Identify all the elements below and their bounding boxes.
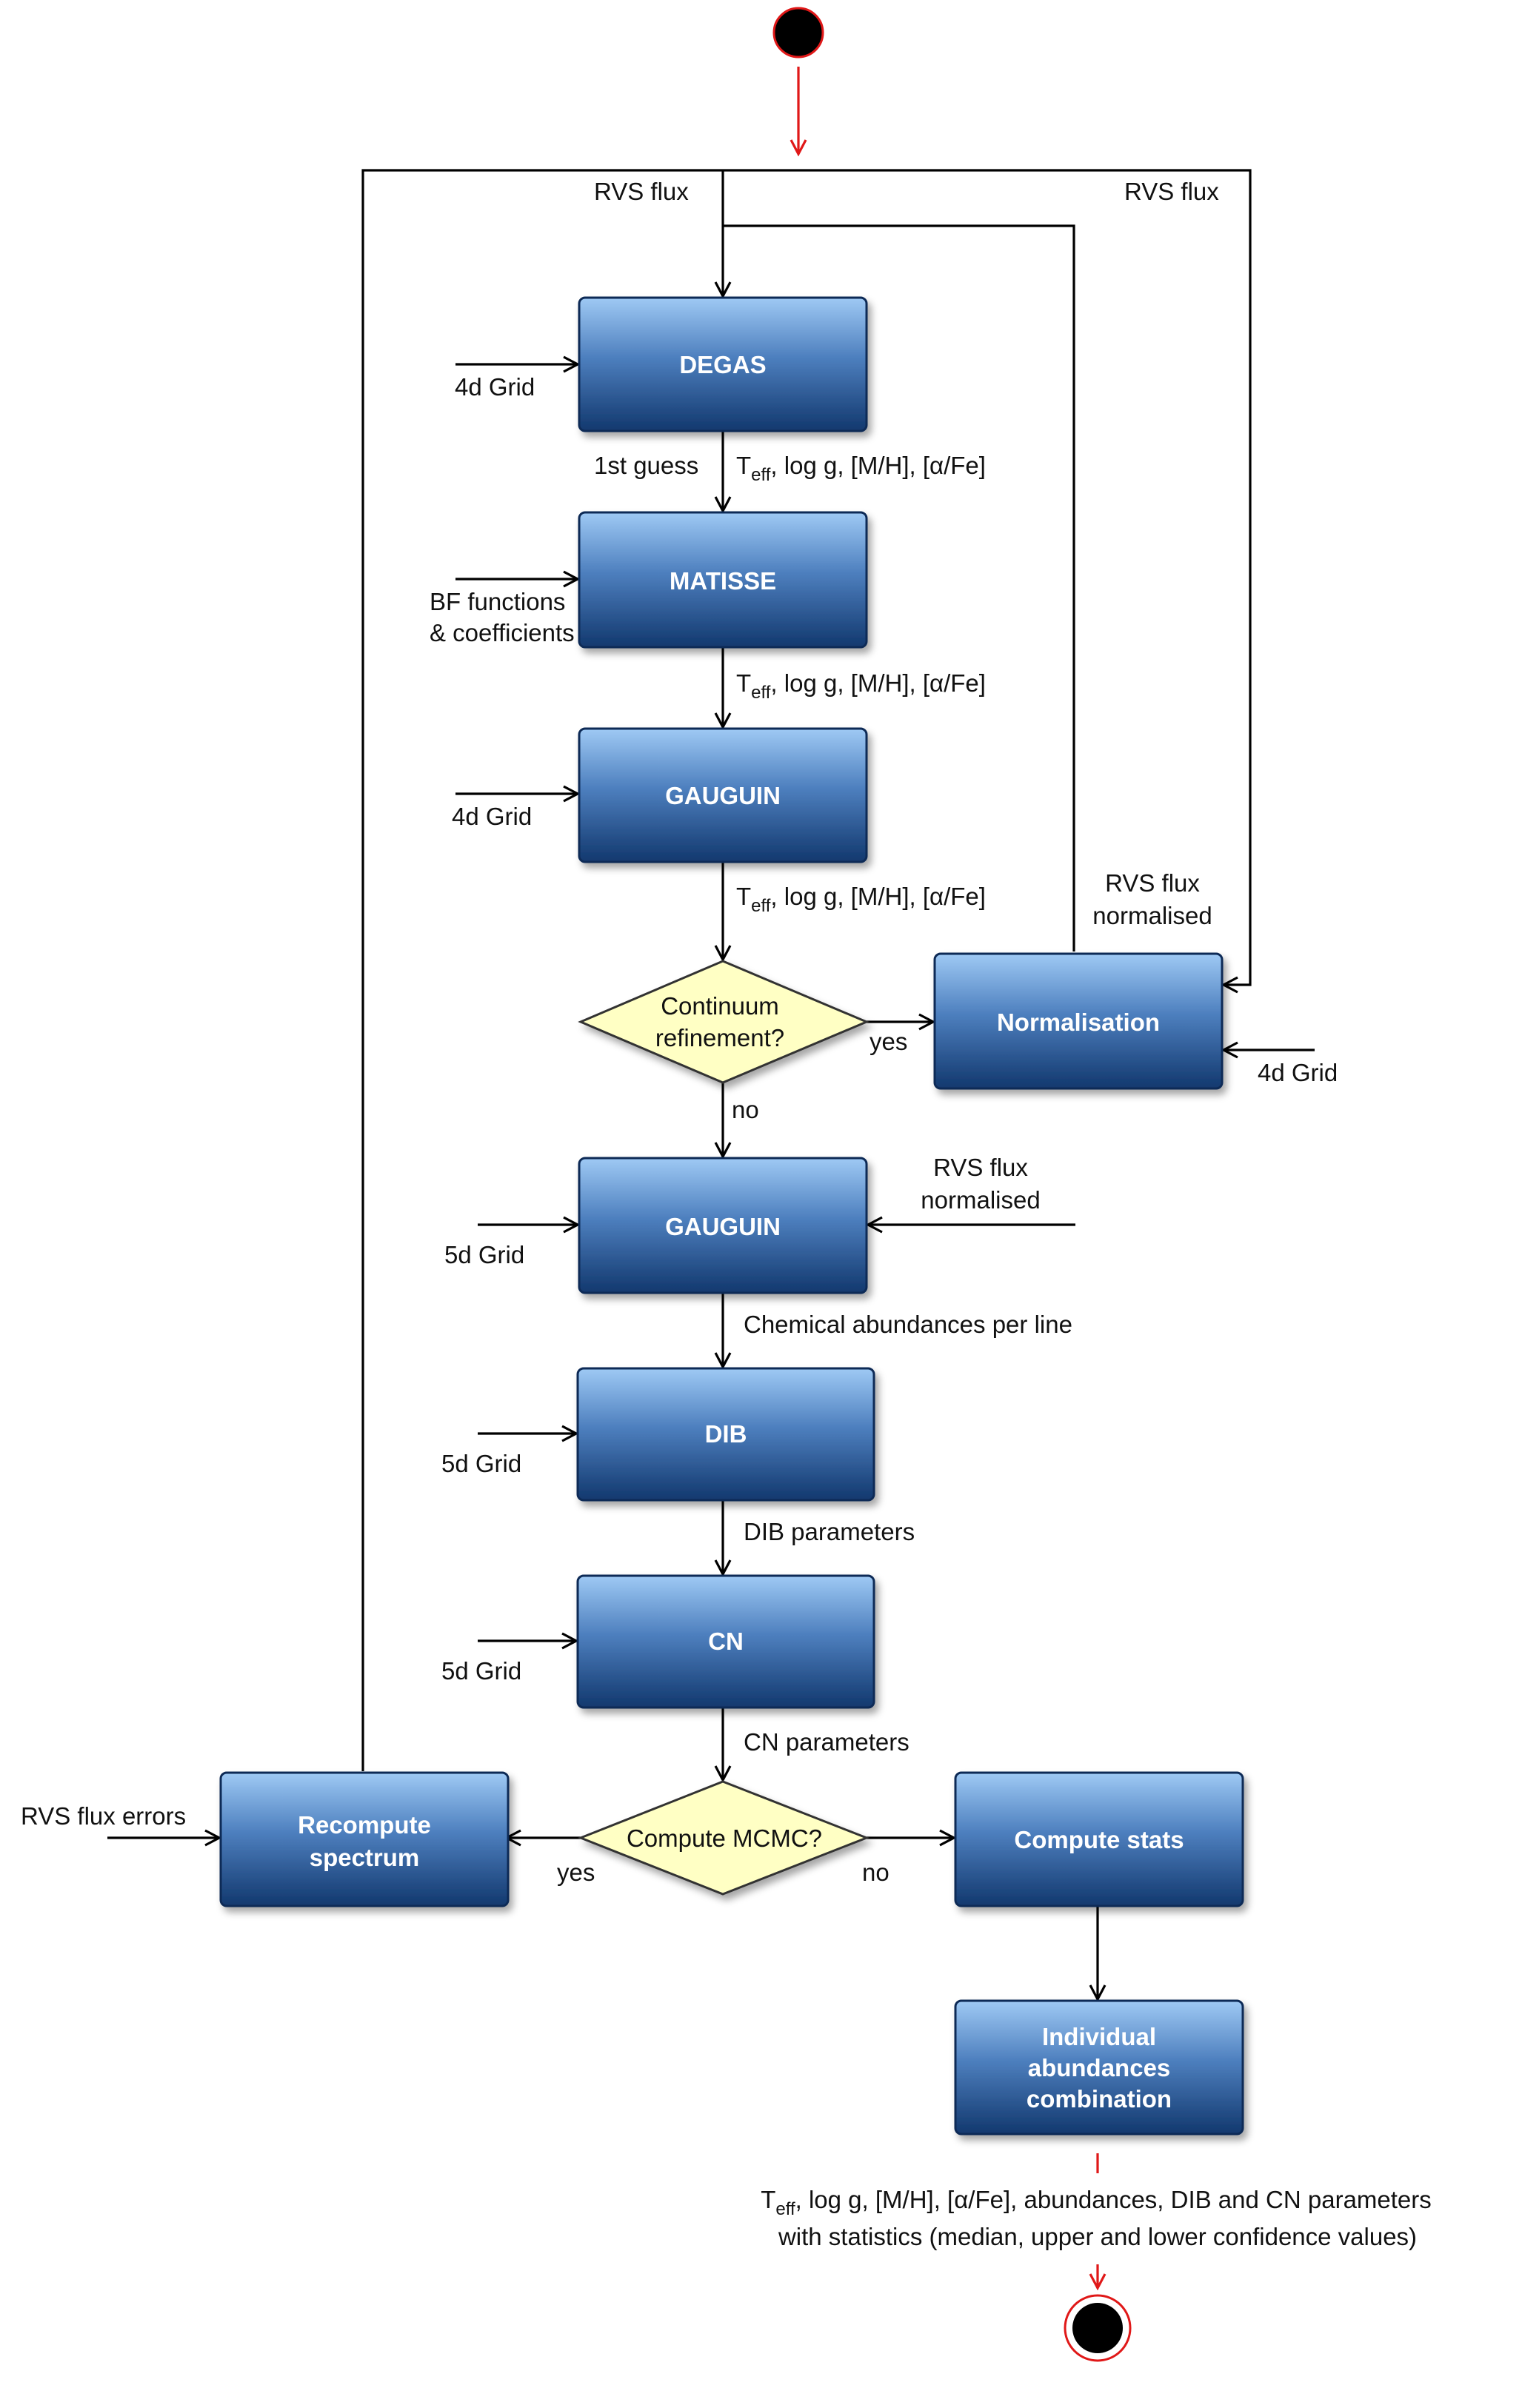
rvs-flux-normalised-line2: normalised	[1092, 902, 1212, 929]
cn-input-label: 5d Grid	[441, 1657, 521, 1685]
compute-stats-label: Compute stats	[1014, 1826, 1184, 1853]
end-node	[1064, 2294, 1132, 2362]
gauguin2-flux-label-line2: normalised	[921, 1186, 1040, 1214]
chem-abund-label: Chemical abundances per line	[744, 1311, 1072, 1338]
start-node	[772, 7, 824, 58]
individual-label-line2: abundances	[1028, 2054, 1171, 2081]
gauguin2-box: GAUGUIN	[578, 1157, 868, 1294]
rvs-flux-normalised-line1: RVS flux	[1105, 869, 1200, 897]
degas-input-label: 4d Grid	[455, 373, 535, 401]
normalisation-input-label: 4d Grid	[1258, 1059, 1338, 1086]
continuum-decision: Continuum refinement?	[578, 960, 870, 1084]
dib-label: DIB	[705, 1420, 747, 1448]
gauguin-box: GAUGUIN	[578, 727, 868, 863]
degas-box: DEGAS	[578, 296, 868, 432]
recompute-label-line2: spectrum	[310, 1844, 420, 1871]
compute-stats-box: Compute stats	[954, 1771, 1244, 1907]
mcmc-no-label: no	[862, 1859, 889, 1886]
dib-params-label: DIB parameters	[744, 1518, 915, 1545]
recompute-box: Recompute spectrum	[219, 1771, 510, 1907]
final-output-line1: Teff, log g, [M/H], [α/Fe], abundances, …	[761, 2186, 1432, 2219]
dib-input-label: 5d Grid	[441, 1450, 521, 1477]
matisse-label: MATISSE	[670, 567, 776, 595]
cn-params-label: CN parameters	[744, 1728, 909, 1756]
continuum-no-label: no	[732, 1096, 759, 1123]
final-output-line2: with statistics (median, upper and lower…	[778, 2223, 1417, 2250]
continuum-yes-label: yes	[870, 1028, 907, 1055]
individual-label-line1: Individual	[1042, 2023, 1156, 2050]
normalisation-label: Normalisation	[997, 1009, 1160, 1036]
individual-box: Individual abundances combination	[954, 1999, 1244, 2136]
degas-label: DEGAS	[679, 351, 766, 378]
recompute-label-line1: Recompute	[298, 1811, 431, 1839]
params-label-1: Teff, log g, [M/H], [α/Fe]	[736, 452, 986, 485]
mcmc-decision: Compute MCMC?	[577, 1780, 870, 1896]
matisse-input-label-line1: BF functions	[430, 588, 565, 615]
gauguin-label: GAUGUIN	[665, 782, 781, 809]
matisse-box: MATISSE	[578, 511, 868, 649]
params-label-2: Teff, log g, [M/H], [α/Fe]	[736, 669, 986, 703]
mcmc-yes-label: yes	[557, 1859, 595, 1886]
mcmc-label: Compute MCMC?	[627, 1825, 822, 1852]
cn-box: CN	[576, 1574, 875, 1709]
edges	[107, 67, 1315, 2288]
gauguin2-input-label: 5d Grid	[444, 1241, 524, 1268]
continuum-label-line2: refinement?	[655, 1024, 784, 1051]
rvs-flux-left-label: RVS flux	[594, 178, 689, 205]
recompute-to-degas-edge	[361, 169, 1252, 1771]
gauguin2-flux-label-line1: RVS flux	[933, 1154, 1028, 1181]
continuum-label-line1: Continuum	[661, 992, 779, 1020]
gauguin-input-label: 4d Grid	[452, 803, 532, 830]
gauguin2-label: GAUGUIN	[665, 1213, 781, 1240]
recompute-input-label: RVS flux errors	[21, 1802, 186, 1830]
cn-label: CN	[708, 1628, 744, 1655]
individual-label-line3: combination	[1027, 2085, 1172, 2113]
first-guess-label: 1st guess	[594, 452, 698, 479]
rvs-flux-right-label: RVS flux	[1124, 178, 1219, 205]
matisse-input-label-line2: & coefficients	[430, 619, 575, 646]
dib-box: DIB	[576, 1367, 875, 1502]
params-label-3: Teff, log g, [M/H], [α/Fe]	[736, 883, 986, 916]
normalisation-to-degas-edge	[723, 224, 1075, 952]
normalisation-box: Normalisation	[933, 952, 1224, 1090]
